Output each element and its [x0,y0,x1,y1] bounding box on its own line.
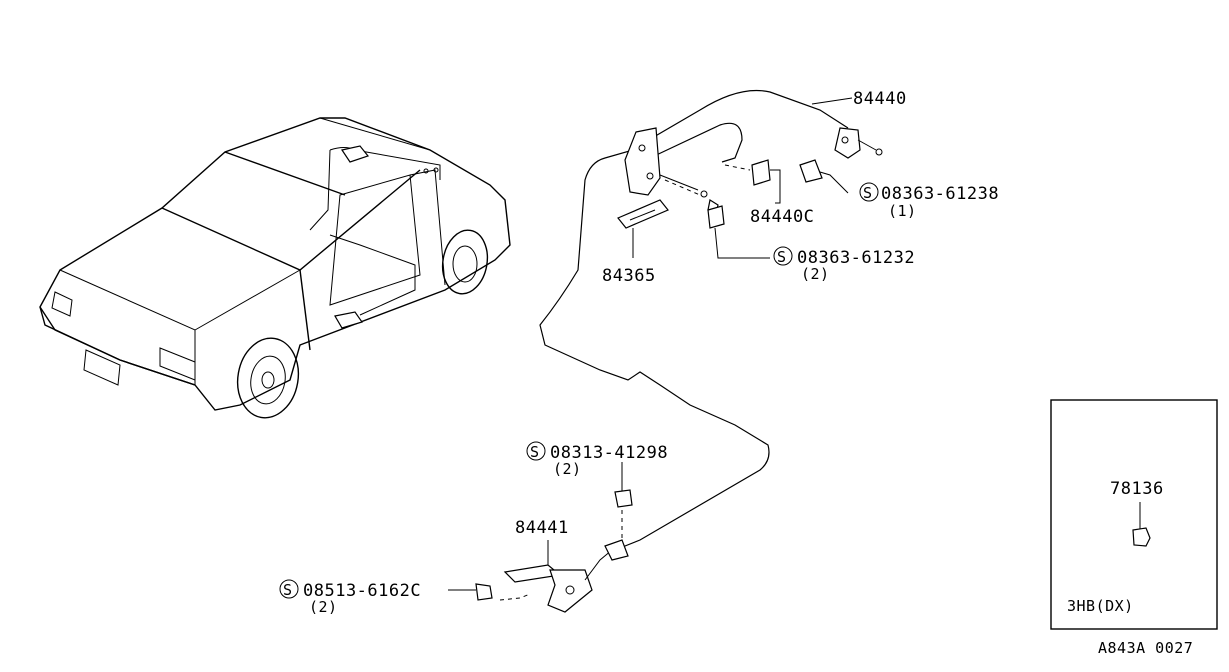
bolt2-qty: (2) [801,265,830,283]
bolt2-number: 08363-61232 [797,248,915,268]
label-84440C: 84440C [750,207,814,227]
bolt3-number: 08313-41298 [550,443,668,463]
release-cable [539,89,853,549]
car-illustration [39,117,511,419]
callout-08313-41298: S 08313-41298 (2) [526,441,668,545]
label-84441: 84441 [515,518,569,538]
bolt3-symbol: S [530,443,540,461]
callout-08363-61238: S 08363-61238 (1) [859,182,999,220]
bolt4-number: 08513-6162C [303,581,421,601]
inset-part-label: 78136 [1110,479,1164,499]
callout-08363-61232: S 08363-61232 (2) [773,246,915,283]
bolt-08363-61232-graphic [707,205,770,259]
bolt3-qty: (2) [553,460,582,478]
bolt4-symbol: S [283,581,293,599]
bolt4-qty: (2) [309,598,338,616]
inset-panel: 78136 3HB(DX) [1050,399,1218,630]
bolt1-number: 08363-61238 [881,184,999,204]
bolt2-symbol: S [777,248,787,266]
bolt1-symbol: S [863,184,873,202]
part-84365 [617,199,669,258]
label-84440: 84440 [853,89,907,109]
label-84365: 84365 [602,266,656,286]
figure-id: A843A 0027 [1098,639,1193,657]
cable-end-fitting [834,127,883,159]
callout-08513-6162C: S 08513-6162C (2) [279,579,493,616]
inset-variant-label: 3HB(DX) [1067,597,1134,615]
clip-78136-icon [1132,527,1151,547]
bolt1-qty: (1) [888,202,917,220]
part-84440C [751,159,849,204]
part-84441 [499,539,629,613]
